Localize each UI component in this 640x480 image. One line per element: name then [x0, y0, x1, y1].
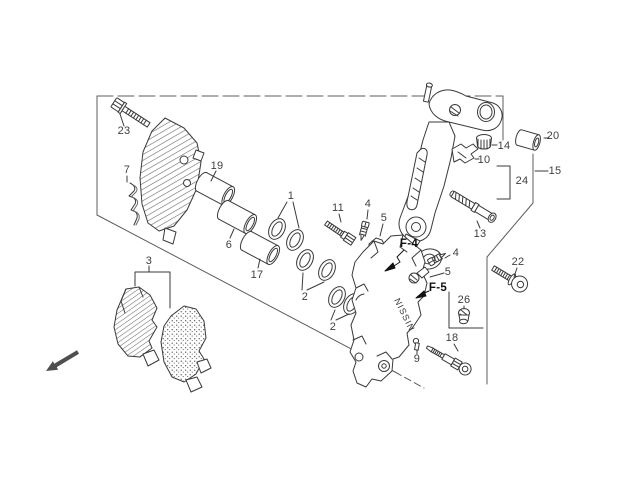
- valve-screw-9: [412, 337, 420, 355]
- piston-6: [216, 199, 258, 239]
- part-callout-9-25: 9: [413, 353, 421, 365]
- part-callout-2-8: 2: [329, 321, 337, 333]
- part-callout-14-17: 14: [497, 140, 511, 152]
- piston-17: [239, 230, 281, 269]
- brake-pads-3: [113, 265, 212, 393]
- pad-hanger-10: [451, 143, 480, 164]
- bracket-pin-13: [449, 190, 497, 229]
- part-callout-26-23: 26: [457, 294, 471, 306]
- piston-19: [194, 170, 236, 207]
- part-callout-2-7: 2: [301, 291, 309, 303]
- brake-pad-left: [113, 286, 158, 358]
- part-callout-5-14: 5: [444, 266, 452, 278]
- socket-bolt-22: [491, 265, 529, 293]
- part-callout-18-24: 18: [445, 332, 459, 344]
- part-callout-3-6: 3: [145, 255, 153, 267]
- piston-seals-1: [268, 201, 304, 251]
- part-callout-5-11: 5: [380, 212, 388, 224]
- part-callout-13-21: 13: [473, 228, 487, 240]
- part-callout-22-22: 22: [511, 256, 525, 268]
- piston-boots-2a: [296, 249, 336, 291]
- front-direction-arrow: [46, 350, 79, 371]
- part-callout-6-3: 6: [225, 239, 233, 251]
- pad-pin-4-right: [427, 252, 451, 267]
- boot-20: [515, 129, 550, 151]
- part-callout-F-5-15: F-5: [428, 282, 448, 294]
- bleed-valve-18: [425, 343, 472, 376]
- part-callout-23-0: 23: [117, 125, 131, 137]
- caliper-bolt-11: [324, 213, 357, 246]
- mount-bolt-23: [110, 97, 151, 128]
- bleeder-cap-26: [448, 291, 484, 329]
- part-callout-11-9: 11: [331, 202, 345, 214]
- f4-reference-arrow: [384, 249, 405, 272]
- part-callout-7-1: 7: [123, 164, 131, 176]
- part-callout-4-10: 4: [364, 198, 372, 210]
- pad-spring-7: [126, 175, 140, 226]
- part-callout-15-20: 15: [548, 165, 562, 177]
- pad-pin-4-left: [358, 209, 370, 241]
- f5-reference-arrow: [415, 290, 430, 299]
- pad-retainer-5-right: [408, 266, 445, 284]
- part-callout-20-19: 20: [546, 130, 560, 142]
- boot-14: [476, 134, 498, 150]
- part-callout-1-5: 1: [287, 190, 295, 202]
- bracket-24: [496, 165, 511, 200]
- part-callout-F-4-12: F-4: [399, 238, 419, 250]
- part-callout-19-2: 19: [210, 160, 224, 172]
- part-callout-4-13: 4: [452, 247, 460, 259]
- caliper-bracket-15: [398, 82, 503, 253]
- pad-shim-plate: [139, 117, 205, 245]
- caliper-body: NISSIN: [349, 234, 428, 388]
- part-callout-17-4: 17: [250, 269, 264, 281]
- part-callout-24-18: 24: [515, 175, 529, 187]
- part-callout-10-16: 10: [477, 154, 491, 166]
